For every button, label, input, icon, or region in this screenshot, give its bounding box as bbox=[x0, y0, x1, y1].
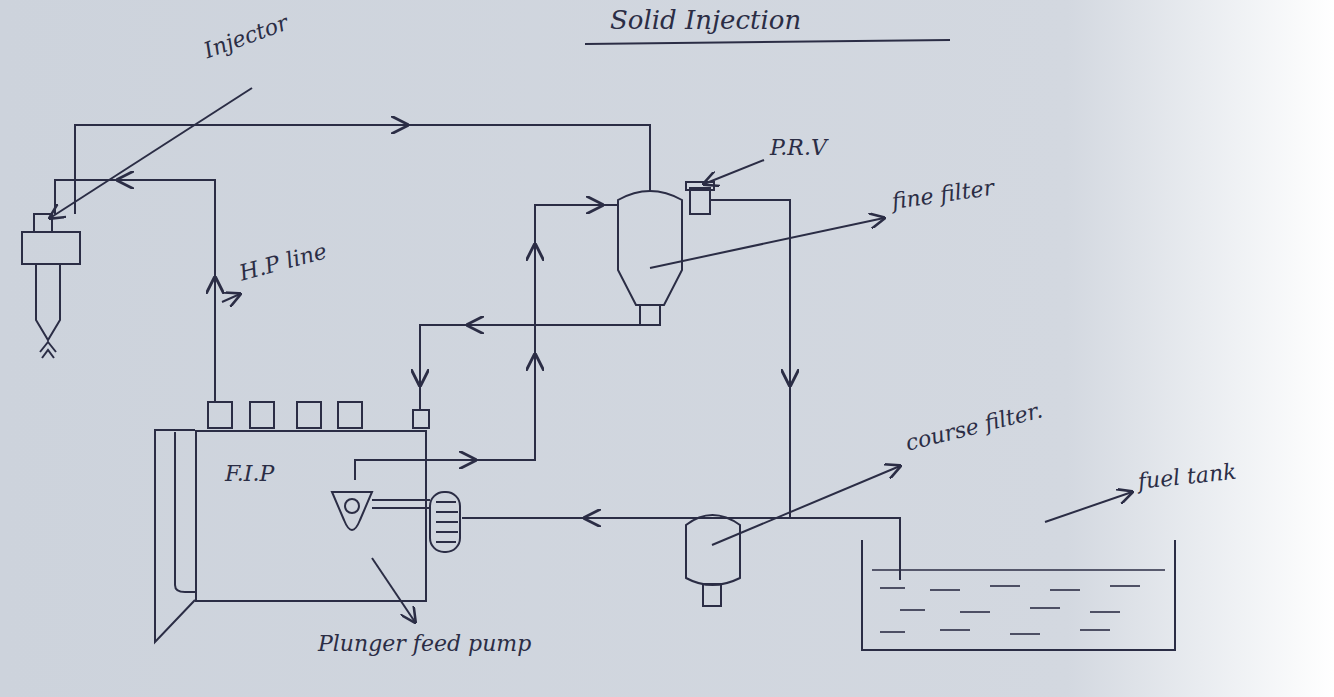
component-label: F.I.P bbox=[225, 462, 274, 486]
diagram-title: Solid Injection bbox=[610, 6, 801, 35]
callout-label: fuel tank bbox=[1137, 460, 1238, 494]
callout-label: Injector bbox=[201, 11, 292, 64]
callout-label: P.R.V bbox=[770, 136, 827, 160]
callout-label: fine filter bbox=[890, 176, 995, 214]
callout-label: Plunger feed pump bbox=[318, 632, 531, 656]
callout-label: course filter. bbox=[903, 398, 1045, 455]
pump-housing: F.I.P bbox=[195, 430, 427, 602]
callout-label: H.P line bbox=[237, 239, 329, 285]
